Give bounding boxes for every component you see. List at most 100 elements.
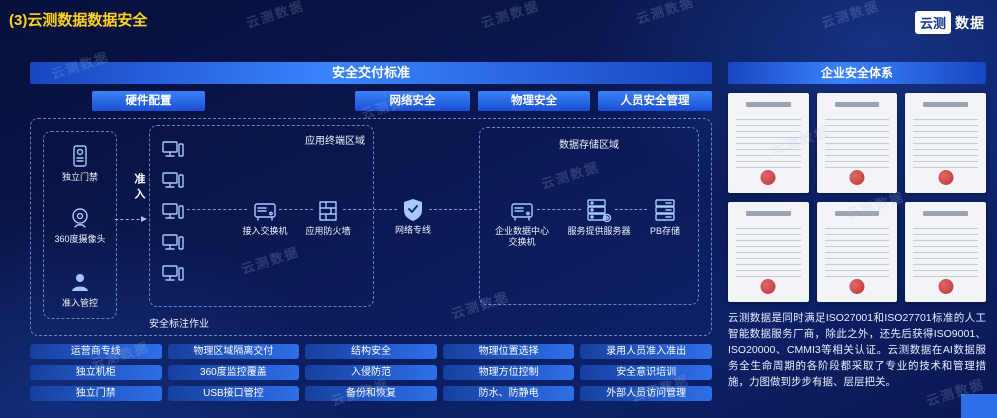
node-datacenter-switch: 企业数据中心交换机 [492, 198, 552, 249]
node-label: 服务提供服务器 [567, 226, 631, 236]
certificate-text-graphic [824, 223, 890, 279]
certificate-title-graphic [746, 211, 791, 216]
terminal-zone-title: 应用终端区域 [305, 136, 365, 147]
certificate-image [728, 93, 809, 193]
delivery-standard-panel: 安全交付标准 硬件配置 网络安全 物理安全 人员安全管理 独立门禁 [30, 62, 712, 401]
terminal-zone: 应用终端区域 接入交换机 [149, 125, 374, 307]
certificate-image [816, 93, 898, 193]
security-architecture-diagram: 独立门禁 360度摄像头 准入管控 准入 [30, 118, 712, 336]
security-system-header: 企业安全体系 [728, 62, 986, 84]
watermark: 云测数据 [634, 0, 697, 27]
node-pb-storage: PB存储 [636, 198, 694, 237]
person-icon [44, 270, 116, 294]
measure-item: 备份和恢复 [305, 386, 437, 401]
brand-logo-primary: 云测 [914, 11, 951, 34]
admit-label: 准入 [133, 173, 145, 203]
measure-item: 物理位置选择 [442, 344, 575, 359]
storage-icon [636, 198, 694, 224]
measure-item: 360度监控覆盖 [167, 365, 300, 380]
server-icon [566, 198, 632, 224]
node-access-switch: 接入交换机 [233, 198, 297, 237]
storage-zone-title: 数据存储区域 [559, 140, 619, 151]
measure-item: 运营商专线 [30, 344, 162, 359]
node-network-line: 网络专线 [381, 197, 445, 236]
certificate-image [728, 202, 809, 302]
brand-logo-secondary: 数据 [955, 14, 985, 31]
workstation-label: 安全标注作业 [149, 319, 209, 330]
measure-item: 外部人员访问管理 [580, 386, 712, 401]
certificate-text-graphic [736, 114, 801, 170]
node-app-firewall: 应用防火墙 [296, 198, 360, 237]
access-item-label: 独立门禁 [61, 172, 98, 182]
monitor-icon [162, 233, 184, 264]
certificate-seal [760, 279, 776, 294]
certificate-seal [849, 170, 865, 185]
delivery-standard-header: 安全交付标准 [30, 62, 712, 84]
measure-item: 录用人员准入准出 [580, 344, 712, 359]
category-tabs: 硬件配置 网络安全 物理安全 人员安全管理 [30, 91, 712, 111]
security-system-description: 云测数据是同时满足ISO27001和ISO27701标准的人工智能数据服务厂商，… [728, 312, 986, 388]
brand-logo: 云测 数据 [914, 11, 985, 34]
connector-line [429, 209, 477, 210]
connector-line [343, 209, 397, 210]
node-service-server: 服务提供服务器 [566, 198, 632, 237]
monitor-icon [162, 171, 184, 202]
node-label: 应用防火墙 [305, 226, 351, 236]
monitor-icon [162, 202, 184, 233]
measure-item: 结构安全 [305, 344, 437, 359]
storage-zone: 数据存储区域 企业数据中心交换机 服务提供服务器 [479, 127, 699, 305]
datacenter-switch-icon [492, 198, 552, 224]
watermark: 云测数据 [479, 0, 542, 31]
connector-line [537, 209, 581, 210]
measure-item: 入侵防范 [305, 365, 437, 380]
certificate-text-graphic [736, 223, 801, 279]
certificate-seal [938, 170, 954, 185]
certificate-seal [760, 170, 776, 185]
page-title: (3)云测数据数据安全 [9, 12, 148, 29]
node-label: 网络专线 [394, 225, 431, 235]
monitor-icon [162, 140, 184, 171]
measure-item: 独立门禁 [30, 386, 162, 401]
access-item-person: 准入管控 [44, 270, 116, 309]
certificate-title-graphic [746, 102, 791, 107]
security-measures-grid: 运营商专线 物理区域隔离交付 结构安全 物理位置选择 录用人员准入准出 独立机柜… [30, 344, 712, 401]
node-label: 企业数据中心交换机 [494, 226, 549, 248]
camera-icon [44, 206, 116, 230]
tab-personnel-security: 人员安全管理 [598, 91, 712, 111]
certificate-text-graphic [913, 114, 978, 170]
watermark: 云测数据 [244, 0, 307, 31]
certificate-title-graphic [834, 211, 880, 216]
monitor-icon [162, 264, 184, 295]
certificate-title-graphic [923, 102, 968, 107]
certificate-image [905, 93, 986, 193]
measure-item: 物理方位控制 [442, 365, 575, 380]
shield-icon [381, 197, 445, 223]
connector-line [187, 209, 247, 210]
connector-line [279, 209, 313, 210]
access-control-zone: 独立门禁 360度摄像头 准入管控 [43, 131, 117, 319]
certificate-seal [938, 279, 954, 294]
measure-item: 独立机柜 [30, 365, 162, 380]
measure-item: USB接口管控 [167, 386, 300, 401]
connector-line [615, 209, 647, 210]
certificate-title-graphic [923, 211, 968, 216]
certificate-image [816, 202, 898, 302]
access-item-label: 准入管控 [61, 298, 98, 308]
certificate-seal [849, 279, 865, 294]
admit-arrow [115, 216, 147, 222]
workstation-column [162, 140, 184, 295]
certificate-grid [728, 93, 986, 302]
tab-hardware-config: 硬件配置 [92, 91, 205, 111]
security-system-panel: 企业安全体系 云测数据是同时满足ISO27001和ISO27701标准的人工智能… [728, 62, 986, 391]
access-item-label: 360度摄像头 [54, 234, 106, 244]
measure-item: 安全意识培训 [580, 365, 712, 380]
certificate-text-graphic [824, 114, 890, 170]
watermark: 云测数据 [819, 0, 882, 31]
node-label: 接入交换机 [242, 226, 288, 236]
tab-network-security: 网络安全 [355, 91, 470, 111]
measure-item: 物理区域隔离交付 [167, 344, 300, 359]
certificate-text-graphic [913, 223, 978, 279]
firewall-icon [296, 198, 360, 224]
measure-item: 防水、防静电 [442, 386, 575, 401]
